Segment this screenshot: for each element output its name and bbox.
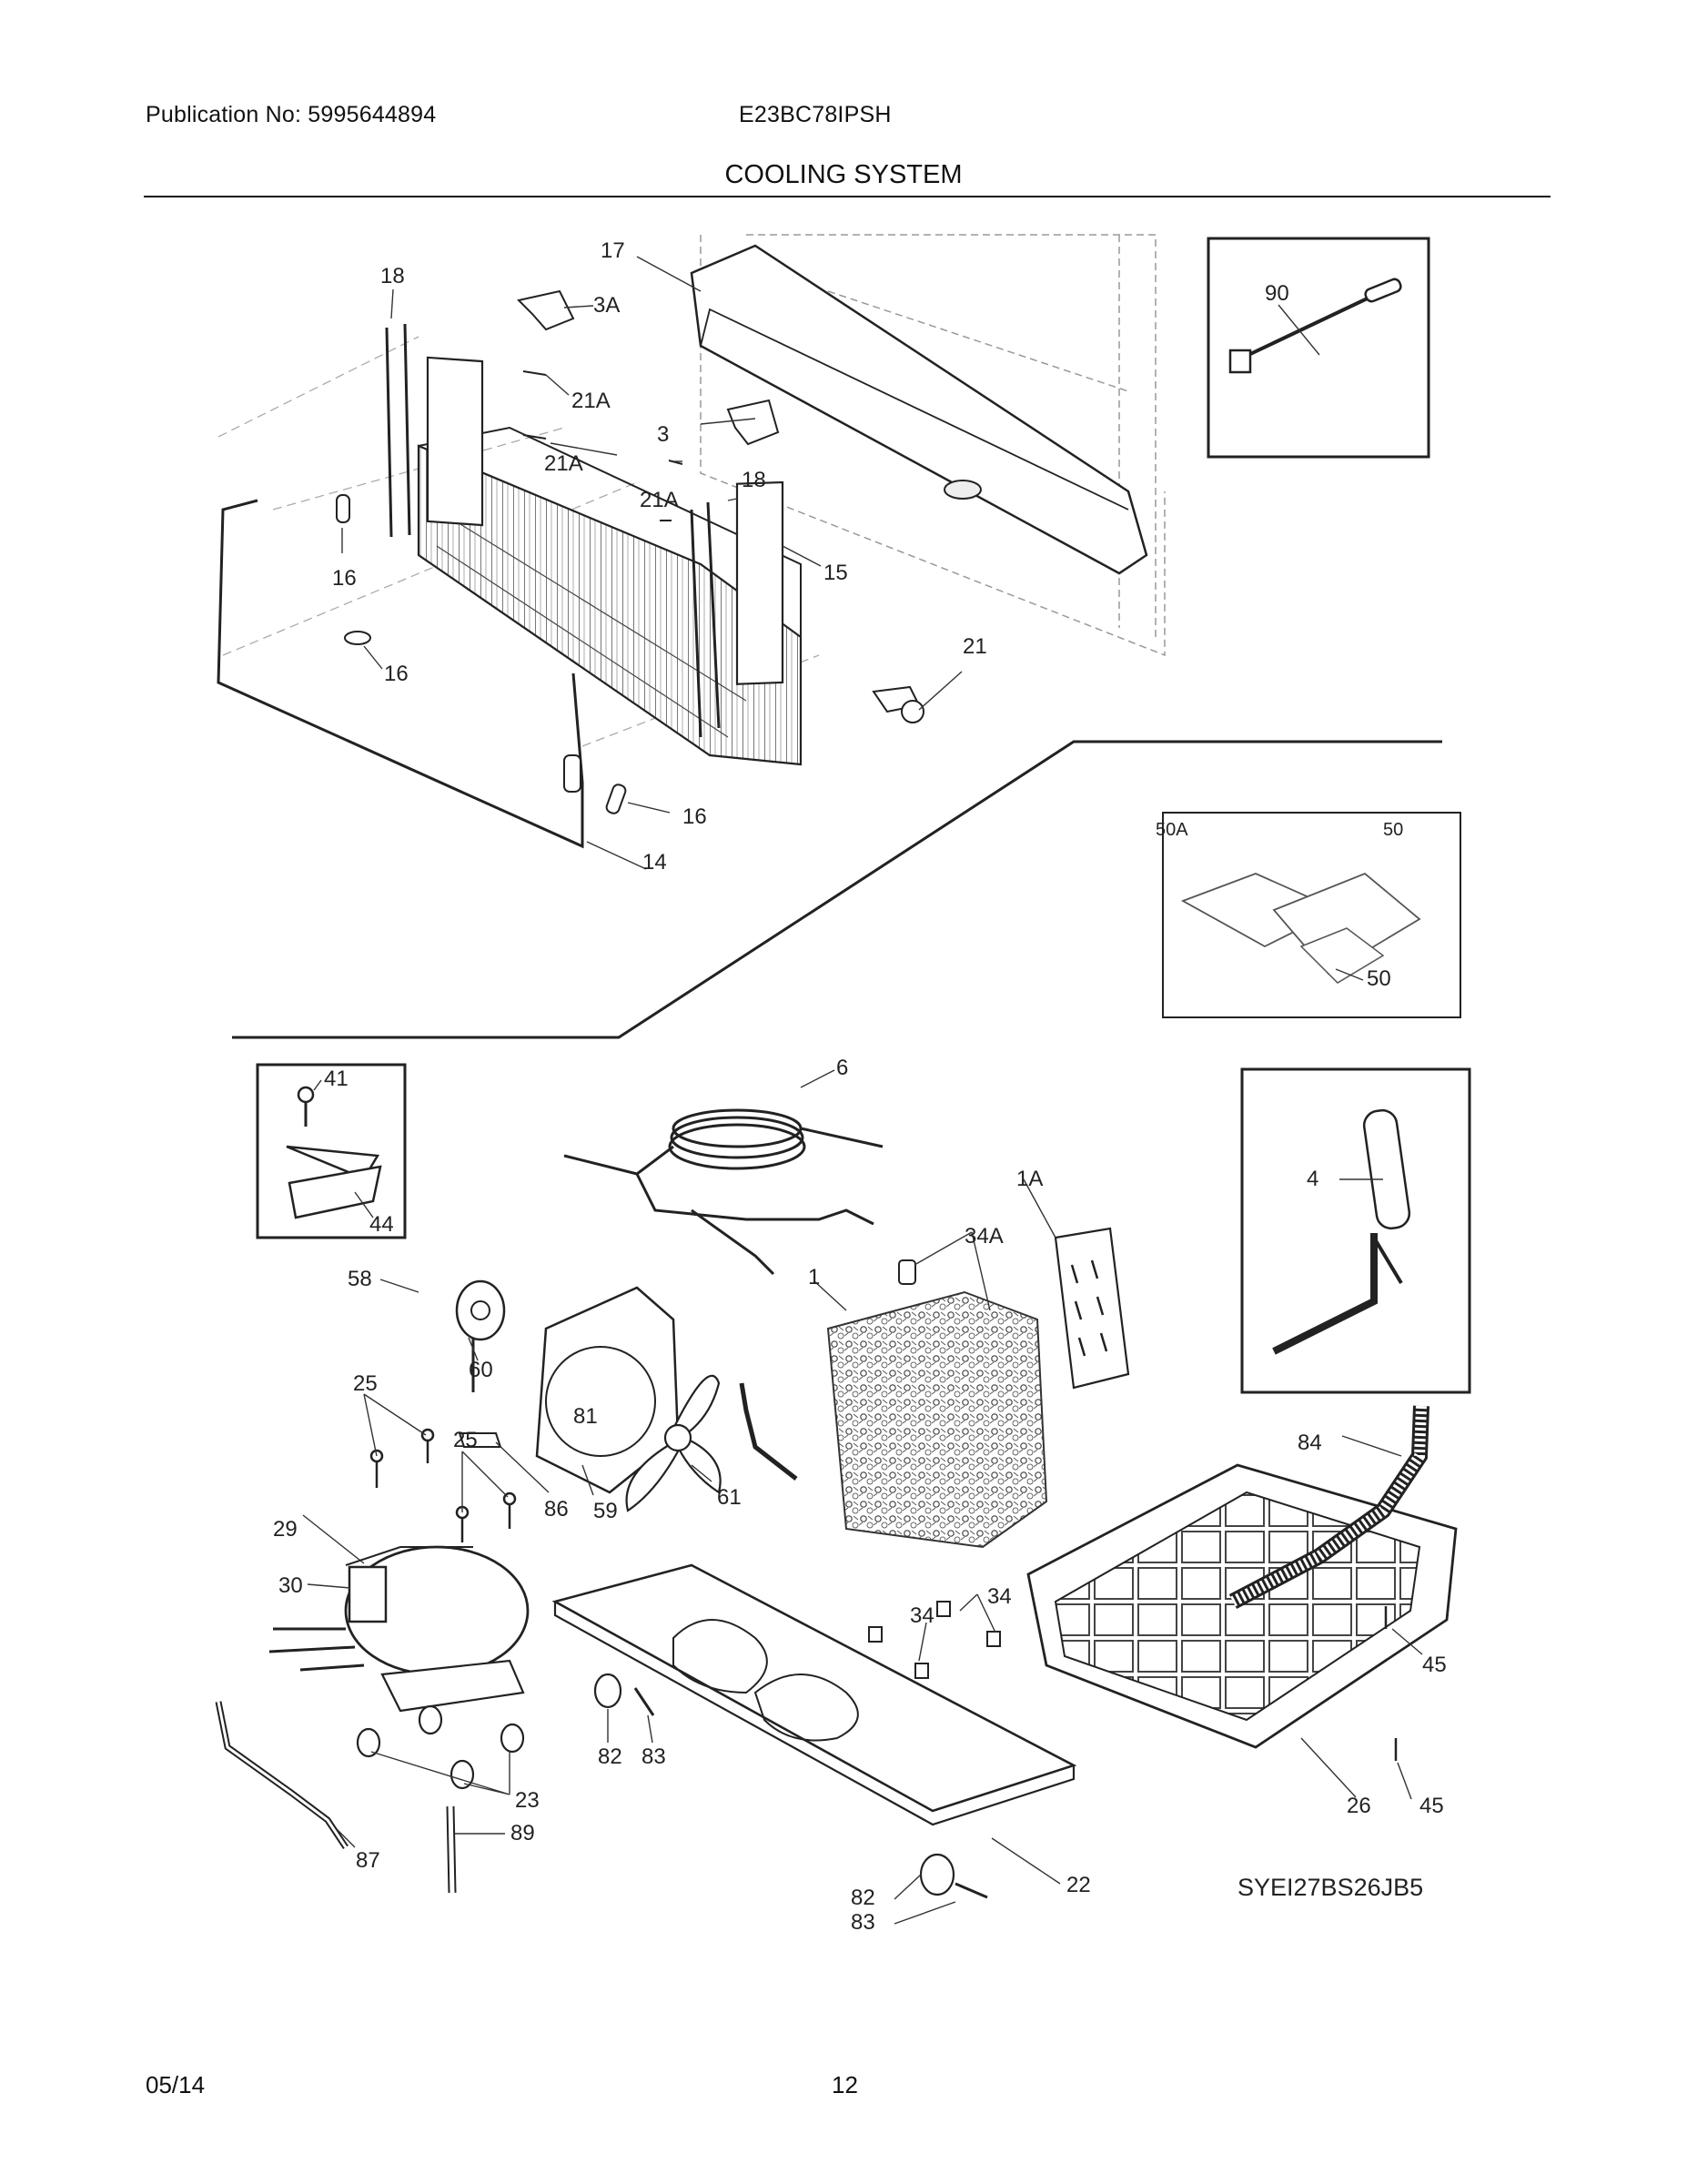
fan-motor	[455, 1279, 506, 1392]
callout-21: 21	[963, 634, 987, 659]
callout-18-a: 18	[380, 264, 405, 288]
evaporator-cover	[690, 244, 1148, 575]
callout-22: 22	[1066, 1873, 1091, 1897]
condenser	[826, 1290, 1048, 1549]
callout-82-b: 82	[851, 1886, 875, 1910]
callout-60: 60	[469, 1358, 493, 1382]
drain-hose	[1230, 1405, 1427, 1607]
machine-compartment	[215, 1108, 1458, 1899]
condenser-baffle	[1054, 1227, 1130, 1390]
inset-detail-label-a: 50A	[1156, 820, 1188, 840]
callout-90: 90	[1265, 281, 1289, 306]
callout-81: 81	[573, 1404, 598, 1429]
callout-21a-b: 21A	[544, 451, 583, 476]
callout-23: 23	[515, 1788, 540, 1813]
inset-box-41-44	[256, 1063, 407, 1239]
grommet-34a	[898, 1259, 916, 1285]
callout-82-a: 82	[598, 1744, 622, 1769]
heater-connector	[563, 754, 581, 793]
callout-87: 87	[356, 1848, 380, 1873]
screws-25	[369, 1428, 517, 1542]
page-title: COOLING SYSTEM	[724, 160, 963, 189]
tube-89	[448, 1805, 455, 1894]
page-number: 12	[832, 2071, 858, 2098]
grommets-34	[868, 1601, 1001, 1679]
section-divider	[232, 740, 1442, 1039]
leader-lines	[302, 256, 1423, 1925]
callout-6: 6	[836, 1056, 848, 1080]
callout-16-b: 16	[384, 662, 409, 686]
callout-25-a: 25	[353, 1371, 378, 1396]
inset-box-50	[1162, 812, 1461, 1018]
callout-45-a: 45	[1422, 1653, 1447, 1677]
callout-58: 58	[348, 1267, 372, 1291]
clip-3a	[517, 289, 575, 331]
callout-18-b: 18	[742, 468, 766, 492]
side-bracket-rod-right	[690, 501, 721, 738]
callout-89: 89	[510, 1821, 535, 1845]
roller-axle-a	[593, 1673, 655, 1716]
callout-26: 26	[1347, 1794, 1371, 1818]
callout-1a: 1A	[1016, 1167, 1043, 1191]
callout-83-a: 83	[641, 1744, 666, 1769]
callout-3a: 3A	[593, 293, 620, 318]
callout-84: 84	[1298, 1431, 1322, 1455]
inset-box-90	[1207, 237, 1430, 459]
callout-4: 4	[1307, 1167, 1318, 1191]
compressor	[268, 1545, 530, 1713]
diagram-code: SYEI27BS26JB5	[1237, 1874, 1423, 1901]
callout-44: 44	[369, 1212, 394, 1237]
sleeve-16-c	[605, 784, 627, 814]
callout-61: 61	[717, 1485, 742, 1510]
callout-14: 14	[642, 850, 667, 875]
clip-3	[726, 399, 780, 446]
callout-29: 29	[273, 1517, 298, 1542]
callout-16-a: 16	[332, 566, 357, 591]
callout-45-b: 45	[1419, 1794, 1444, 1818]
callout-34-a: 34	[987, 1584, 1012, 1609]
callout-21a-a: 21A	[571, 389, 611, 413]
callout-83-b: 83	[851, 1910, 875, 1935]
sleeve-16-b	[344, 631, 371, 645]
base-frame	[551, 1563, 1077, 1826]
inset-detail-label-b: 50	[1383, 820, 1403, 840]
callout-1: 1	[808, 1265, 820, 1289]
model-number: E23BC78IPSH	[739, 102, 892, 127]
callout-25-b: 25	[453, 1428, 478, 1452]
evaporator	[417, 356, 803, 766]
tube-61	[739, 1382, 798, 1481]
evaporator-section	[217, 234, 1166, 849]
inset-box-4	[1240, 1067, 1471, 1394]
callout-41: 41	[324, 1067, 349, 1091]
power-cord	[563, 1108, 884, 1276]
screws-21a	[522, 370, 683, 521]
callout-86: 86	[544, 1497, 569, 1522]
baffle-slots	[1070, 1259, 1108, 1357]
side-bracket-rod-left	[385, 323, 411, 538]
grommets-23	[356, 1704, 525, 1790]
callout-15: 15	[823, 561, 848, 585]
sleeve-16-a	[336, 494, 350, 523]
callout-30: 30	[278, 1573, 303, 1598]
screws-45	[1384, 1606, 1398, 1761]
callout-3: 3	[657, 422, 669, 447]
callout-50: 50	[1367, 966, 1391, 991]
fan-blade	[625, 1374, 722, 1512]
publication-number: Publication No: 5995644894	[146, 102, 437, 127]
callout-17: 17	[601, 238, 625, 263]
tube-87	[215, 1701, 349, 1849]
callout-34a: 34A	[965, 1224, 1004, 1249]
roller-axle-b	[919, 1853, 988, 1899]
footer-date: 05/14	[146, 2071, 206, 2098]
title-rule	[144, 196, 1551, 197]
callout-59: 59	[593, 1499, 618, 1523]
callout-16-c: 16	[682, 804, 707, 829]
callout-34-b: 34	[910, 1603, 934, 1628]
callout-21a-c: 21A	[640, 488, 679, 512]
